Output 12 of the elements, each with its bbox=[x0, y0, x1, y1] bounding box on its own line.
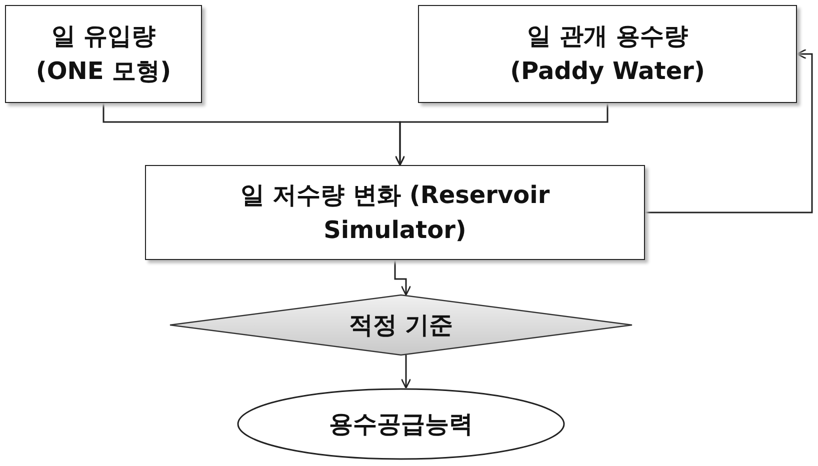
arrow bbox=[645, 48, 813, 214]
arrow bbox=[394, 260, 412, 296]
process-box bbox=[418, 5, 797, 103]
node-label: 용수공급능력 bbox=[329, 408, 473, 440]
arrow bbox=[400, 355, 412, 389]
process-box bbox=[5, 5, 202, 103]
node-label: 일 유입량 (ONE 모형) bbox=[34, 21, 172, 87]
process-box bbox=[145, 165, 645, 260]
node-label: 일 관개 용수량 (Paddy Water) bbox=[509, 21, 706, 87]
arrow bbox=[394, 103, 608, 166]
node-label: 적정 기준 bbox=[348, 310, 454, 341]
node-label: 일 저수량 변화 (Reservoir Simulator) bbox=[240, 180, 550, 246]
